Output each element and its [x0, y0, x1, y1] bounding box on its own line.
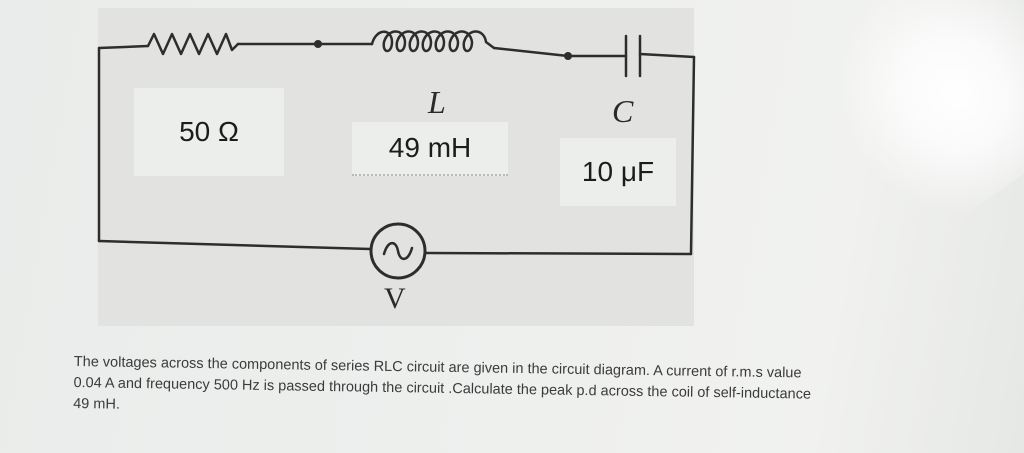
inductor-icon: [370, 30, 496, 53]
capacitor-symbol: C: [612, 93, 634, 129]
wire-l-to-c: [492, 46, 628, 58]
source-symbol: V: [384, 282, 406, 315]
inductor-symbol: L: [428, 84, 446, 120]
bottom-wire-left: [97, 239, 372, 251]
bottom-wire-right: [424, 251, 693, 256]
junction-dot: [564, 52, 572, 60]
right-wire: [689, 55, 696, 256]
capacitor-value-label: 10 μF: [560, 138, 676, 206]
inductor-value-label: 49 mH: [352, 122, 508, 176]
junction-dot: [314, 40, 322, 48]
resistor-value-label: 50 Ω: [134, 88, 284, 176]
top-wire-left: [97, 44, 150, 50]
sine-wave-icon: [382, 241, 414, 261]
ac-source-icon: [369, 222, 427, 280]
top-wire-right: [638, 52, 696, 59]
resistor-icon: [146, 32, 240, 56]
